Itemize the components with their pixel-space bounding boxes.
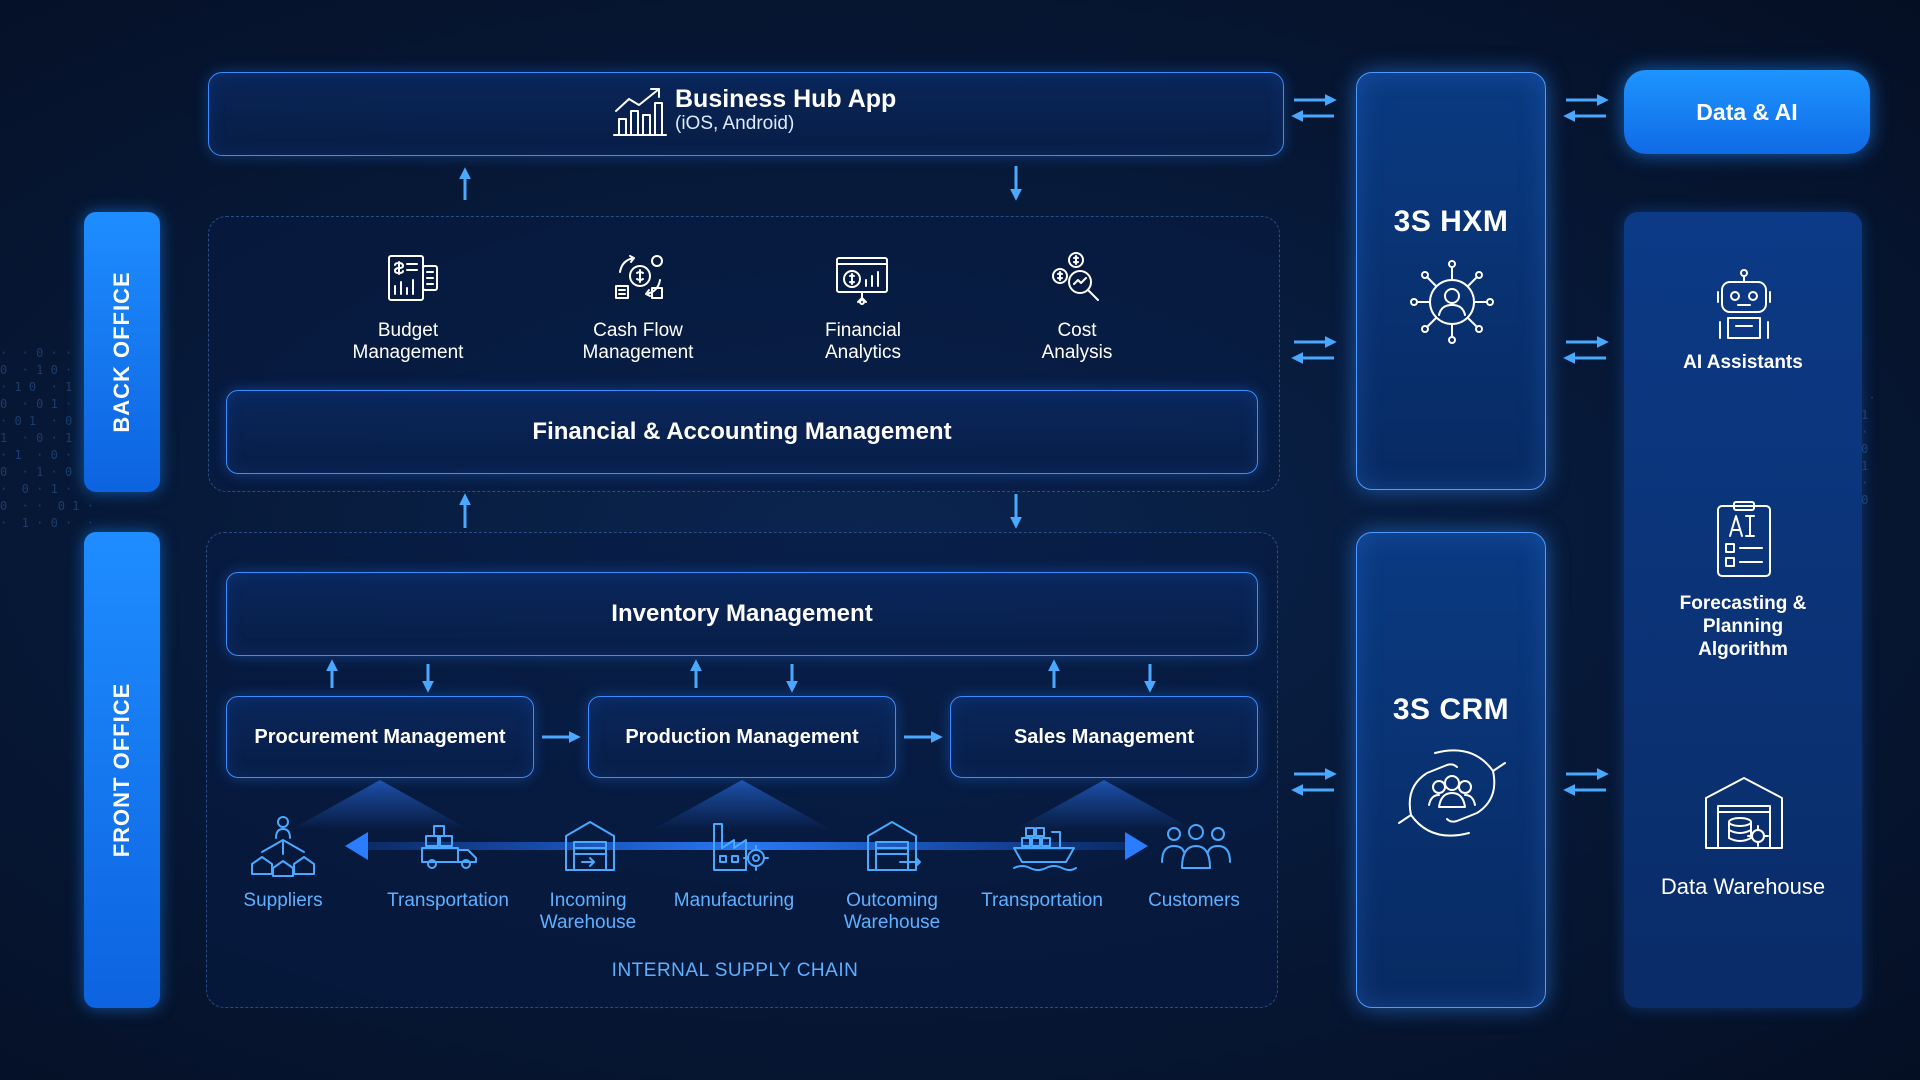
crm-panel[interactable]: 3S CRM — [1356, 532, 1546, 1008]
cash-flow-icon — [615, 255, 663, 299]
data-ai-header[interactable]: Data & AI — [1624, 70, 1870, 154]
app-title: Business Hub App — [675, 85, 897, 113]
procurement-management-box[interactable]: Procurement Management — [226, 696, 534, 778]
chain-suppliers-label: Suppliers — [243, 890, 323, 911]
budget-document-icon — [388, 255, 438, 301]
hxm-panel[interactable]: 3S HXM — [1356, 72, 1546, 490]
cost-analysis-label: Cost Analysis — [1041, 320, 1113, 363]
hand-group-icon — [1398, 749, 1506, 837]
hxm-title: 3S HXM — [1393, 205, 1509, 238]
financial-analytics-label: Financial Analytics — [824, 320, 902, 363]
factory-icon — [713, 823, 769, 871]
production-management-box[interactable]: Production Management — [588, 696, 896, 778]
app-subtitle: (iOS, Android) — [675, 113, 795, 134]
chain-customers-label: Customers — [1148, 890, 1240, 911]
chain-outcoming-warehouse-label: Outcoming Warehouse — [843, 890, 941, 933]
robot-icon — [1717, 269, 1771, 339]
chain-transportation-sea-label: Transportation — [981, 890, 1103, 911]
chain-manufacturing-label: Manufacturing — [673, 890, 795, 911]
customers-icon — [1161, 824, 1231, 869]
warehouse-out-icon — [867, 821, 921, 871]
front-office-tab[interactable]: FRONT OFFICE — [84, 532, 160, 1008]
growth-chart-icon — [613, 88, 667, 136]
analytics-board-icon — [836, 257, 888, 305]
supply-chain-title: INTERNAL SUPPLY CHAIN — [611, 960, 859, 981]
ai-document-icon — [1717, 501, 1771, 577]
suppliers-icon — [251, 816, 315, 877]
crm-title: 3S CRM — [1392, 693, 1510, 726]
budget-management-label: Budget Management — [352, 320, 464, 363]
data-ai-panel: AI Assistants Forecasting & Planning Alg… — [1624, 212, 1862, 1008]
cost-search-icon — [1052, 252, 1099, 301]
chain-incoming-warehouse-label: Incoming Warehouse — [539, 890, 637, 933]
warehouse-in-icon — [565, 821, 615, 871]
data-warehouse-icon — [1705, 777, 1783, 849]
ai-assistants-label: AI Assistants — [1683, 352, 1803, 373]
data-warehouse-label: Data Warehouse — [1660, 874, 1826, 899]
sales-management-box[interactable]: Sales Management — [950, 696, 1258, 778]
network-person-icon — [1410, 260, 1494, 344]
ship-icon — [1013, 827, 1077, 871]
truck-icon — [421, 825, 477, 869]
back-office-tab[interactable]: BACK OFFICE — [84, 212, 160, 492]
cash-flow-management-label: Cash Flow Management — [582, 320, 694, 363]
business-hub-app-box[interactable]: Business Hub App (iOS, Android) — [208, 72, 1284, 156]
chain-transportation-label: Transportation — [387, 890, 509, 911]
financial-accounting-box[interactable]: Financial & Accounting Management — [226, 390, 1258, 474]
inventory-management-box[interactable]: Inventory Management — [226, 572, 1258, 656]
forecasting-planning-label: Forecasting & Planning Algorithm — [1679, 593, 1807, 660]
